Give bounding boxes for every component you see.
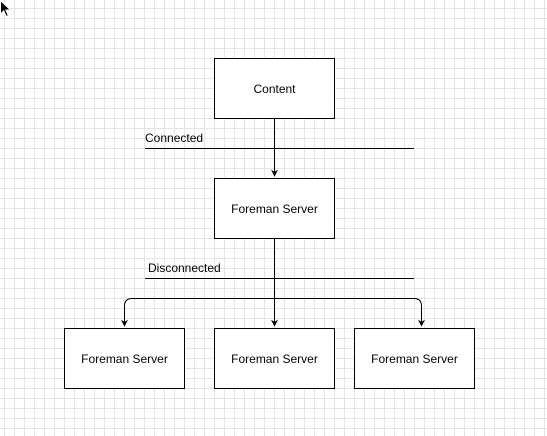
edge-foreman-main-to-foreman-right[interactable] <box>274 298 425 327</box>
mouse-pointer-icon <box>0 0 12 18</box>
foreman-server-right-label: Foreman Server <box>371 351 458 366</box>
connected-label[interactable]: Connected <box>145 131 204 145</box>
foreman-server-main-node[interactable]: Foreman Server <box>214 178 335 239</box>
foreman-server-center-label: Foreman Server <box>231 351 318 366</box>
foreman-server-left-node[interactable]: Foreman Server <box>64 328 185 389</box>
foreman-server-right-node[interactable]: Foreman Server <box>354 328 475 389</box>
edge-foreman-main-to-foreman-left[interactable] <box>121 298 275 327</box>
foreman-server-left-label: Foreman Server <box>81 351 168 366</box>
foreman-server-center-node[interactable]: Foreman Server <box>214 328 335 389</box>
content-node[interactable]: Content <box>214 58 335 119</box>
disconnected-label[interactable]: Disconnected <box>148 261 221 275</box>
foreman-server-main-label: Foreman Server <box>231 201 318 216</box>
content-node-label: Content <box>253 81 296 96</box>
